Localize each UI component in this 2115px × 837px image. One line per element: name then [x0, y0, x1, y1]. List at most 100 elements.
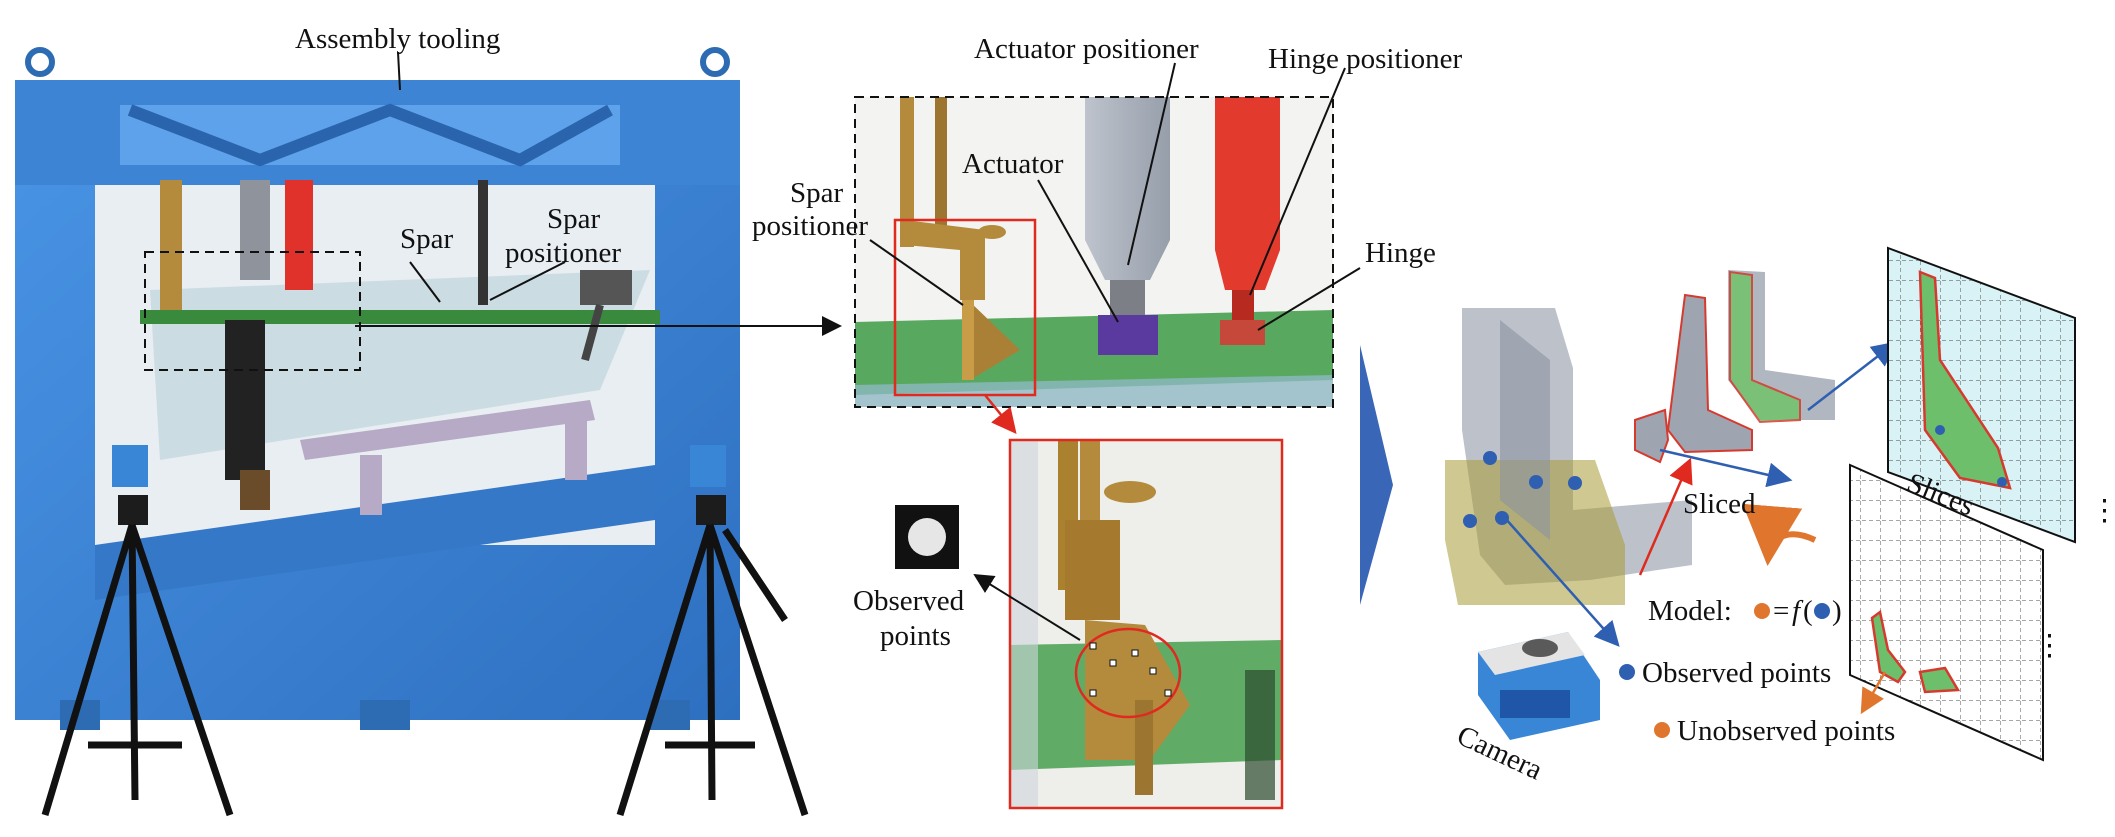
purple-fixture-leg	[360, 455, 382, 515]
label-hinge: Hinge	[1365, 237, 1436, 269]
label-observed-points-1: Observed	[853, 585, 965, 617]
leader-spar-positioner	[489, 261, 566, 301]
sliced-fragment	[1634, 408, 1670, 464]
ellipsis-top: ⋮	[2090, 495, 2115, 527]
sliced-piece-right-green	[1729, 270, 1801, 424]
model-unobserved-dot	[1754, 603, 1770, 619]
leader-assembly-tooling	[397, 51, 401, 91]
label-observed-points-2: points	[880, 620, 951, 652]
inset-gold-bracket	[905, 220, 985, 300]
zoom-gold-block	[1065, 520, 1120, 620]
arrow-to-target	[973, 573, 1081, 641]
label-sliced: Sliced	[1683, 488, 1756, 520]
zoom-dark-fixture	[1245, 670, 1275, 800]
arrow-to-observed-legend	[1504, 517, 1620, 647]
handheld-scanner-icon	[1478, 632, 1600, 740]
arrow-sliced-to-grid-top	[1807, 341, 1897, 411]
label-spar-positioner-inset-2: positioner	[752, 210, 868, 242]
slice-grid-bottom-lines	[1850, 465, 2043, 760]
legend-observed-label: Observed points	[1642, 657, 1831, 689]
tooling-foot	[360, 700, 410, 730]
inset-actuator	[1098, 315, 1158, 355]
inset-hinge	[1220, 320, 1265, 345]
label-model-open: (	[1803, 595, 1813, 627]
leader-spar-positioner-inset	[869, 239, 964, 306]
zoom-observed-circle	[1074, 627, 1182, 719]
leader-spar	[409, 261, 441, 303]
inset-blue-plate	[855, 375, 1333, 407]
arrow-to-sliced	[1638, 457, 1693, 576]
legend-unobserved-label: Unobserved points	[1677, 715, 1895, 747]
assembly-tooling-panel: Assembly tooling Spar Spar positioner	[15, 23, 842, 817]
arrow-sliced-to-grid-bottom	[1659, 448, 1793, 488]
lifting-lug-left	[25, 47, 55, 77]
inset-actuator-positioner	[1085, 97, 1170, 280]
arrow-to-zoom	[984, 394, 1017, 434]
clamp-device	[580, 270, 632, 305]
sliced-piece-left	[1666, 293, 1753, 454]
slice-grid-top-border	[1887, 246, 2076, 544]
label-model-prefix: Model:	[1648, 595, 1732, 627]
tower-base	[240, 470, 270, 510]
observed-point-markers	[1463, 451, 1582, 528]
slice-plane-yellow	[1445, 460, 1625, 605]
label-actuator: Actuator	[962, 148, 1064, 180]
legend-unobserved-dot	[1654, 722, 1670, 738]
inset-gold-plate	[962, 300, 974, 380]
zoom-strip	[1010, 440, 1038, 808]
leader-hinge-positioner	[1249, 67, 1346, 296]
inset-actuator-stem	[1110, 280, 1145, 320]
model-panel: ⋮ ⋮ Camera Sliced Slices Model: = f ( ) …	[1445, 246, 2115, 787]
label-spar-positioner-inset-1: Spar	[790, 177, 844, 209]
zoom-panel	[973, 438, 1284, 810]
leader-actuator	[1037, 179, 1119, 323]
clamp-arm	[581, 303, 604, 362]
label-model-close: )	[1832, 595, 1842, 627]
spar-bar	[140, 310, 660, 324]
leader-hinge	[1257, 267, 1361, 331]
label-actuator-positioner: Actuator positioner	[974, 33, 1199, 65]
tooling-lower-beam	[95, 465, 655, 600]
label-spar-positioner-1: Spar	[547, 203, 601, 235]
zoom-border	[1008, 438, 1284, 810]
inset-gold-rod	[900, 97, 914, 247]
inset-hinge-positioner	[1215, 97, 1280, 290]
truss-diagonals	[127, 103, 613, 167]
zoom-region-box	[144, 251, 361, 371]
label-spar-positioner-2: positioner	[505, 237, 621, 269]
label-model-eq: =	[1773, 595, 1789, 627]
vertical-tower	[225, 320, 265, 480]
slice-section-bottom-a	[1870, 609, 1907, 684]
zoom-gold-knob	[1104, 481, 1156, 503]
model-curved-arrow	[1742, 503, 1817, 566]
spar-positioner-rod	[160, 180, 182, 310]
zoom-gold-pin	[1135, 700, 1153, 795]
leader-actuator-positioner	[1127, 62, 1176, 266]
actuator-positioner-small	[240, 180, 270, 280]
purple-fixture	[300, 400, 595, 460]
slice-observed-dot	[1935, 425, 1945, 435]
inset-panel: Actuator positioner Hinge positioner Act…	[752, 33, 1462, 408]
label-assembly-tooling: Assembly tooling	[295, 23, 500, 55]
zoom-observed-markers	[1089, 642, 1172, 697]
process-arrow	[1360, 345, 1393, 605]
model-observed-dot	[1814, 603, 1830, 619]
inset-red-highlight	[893, 218, 1037, 397]
zoom-gold-fin	[1085, 620, 1190, 760]
ellipsis-bottom: ⋮	[2035, 630, 2064, 662]
legend-observed-dot	[1619, 664, 1635, 680]
inset-gold-fin	[968, 300, 1020, 380]
purple-fixture-leg	[565, 420, 587, 480]
slice-section-bottom-b	[1918, 666, 1961, 694]
inset-hinge-stem	[1232, 290, 1254, 320]
slice-grid-bottom-border	[1849, 463, 2044, 762]
tripod-camera-icon	[616, 445, 809, 817]
slice-observed-dot	[1997, 477, 2007, 487]
tripod-camera-icon	[41, 445, 234, 817]
label-hinge-positioner: Hinge positioner	[1268, 43, 1462, 75]
hinge-positioner-small	[285, 180, 313, 290]
label-spar: Spar	[400, 223, 454, 255]
spar-positioner-stand	[478, 180, 488, 305]
lifting-lug-right	[700, 47, 730, 77]
